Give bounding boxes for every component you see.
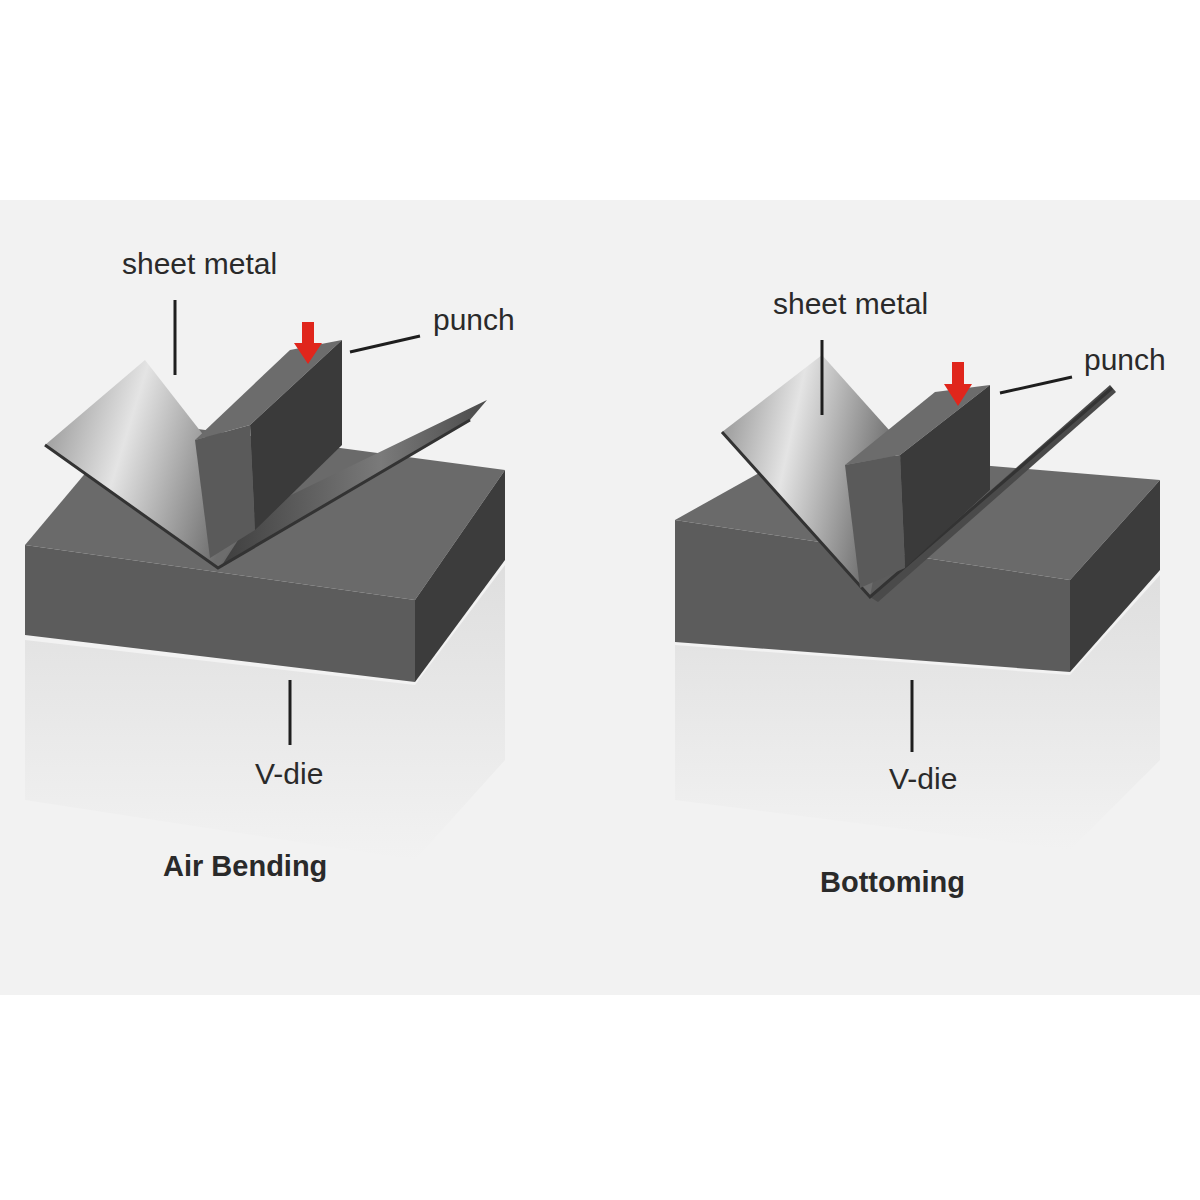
sheet-metal-right: [722, 355, 1116, 602]
part-label: V-die: [255, 757, 323, 792]
process-caption: Air Bending: [163, 850, 327, 883]
force-arrow: [294, 322, 322, 364]
punch-right: [845, 385, 990, 588]
punch-left: [195, 340, 342, 558]
part-label: punch: [433, 303, 515, 338]
force-arrow: [944, 362, 972, 406]
leader-lines: [175, 300, 1072, 752]
process-caption: Bottoming: [820, 866, 965, 899]
part-label: sheet metal: [773, 287, 928, 322]
part-label: sheet metal: [122, 247, 277, 282]
part-label: V-die: [889, 762, 957, 797]
part-label: punch: [1084, 343, 1166, 378]
